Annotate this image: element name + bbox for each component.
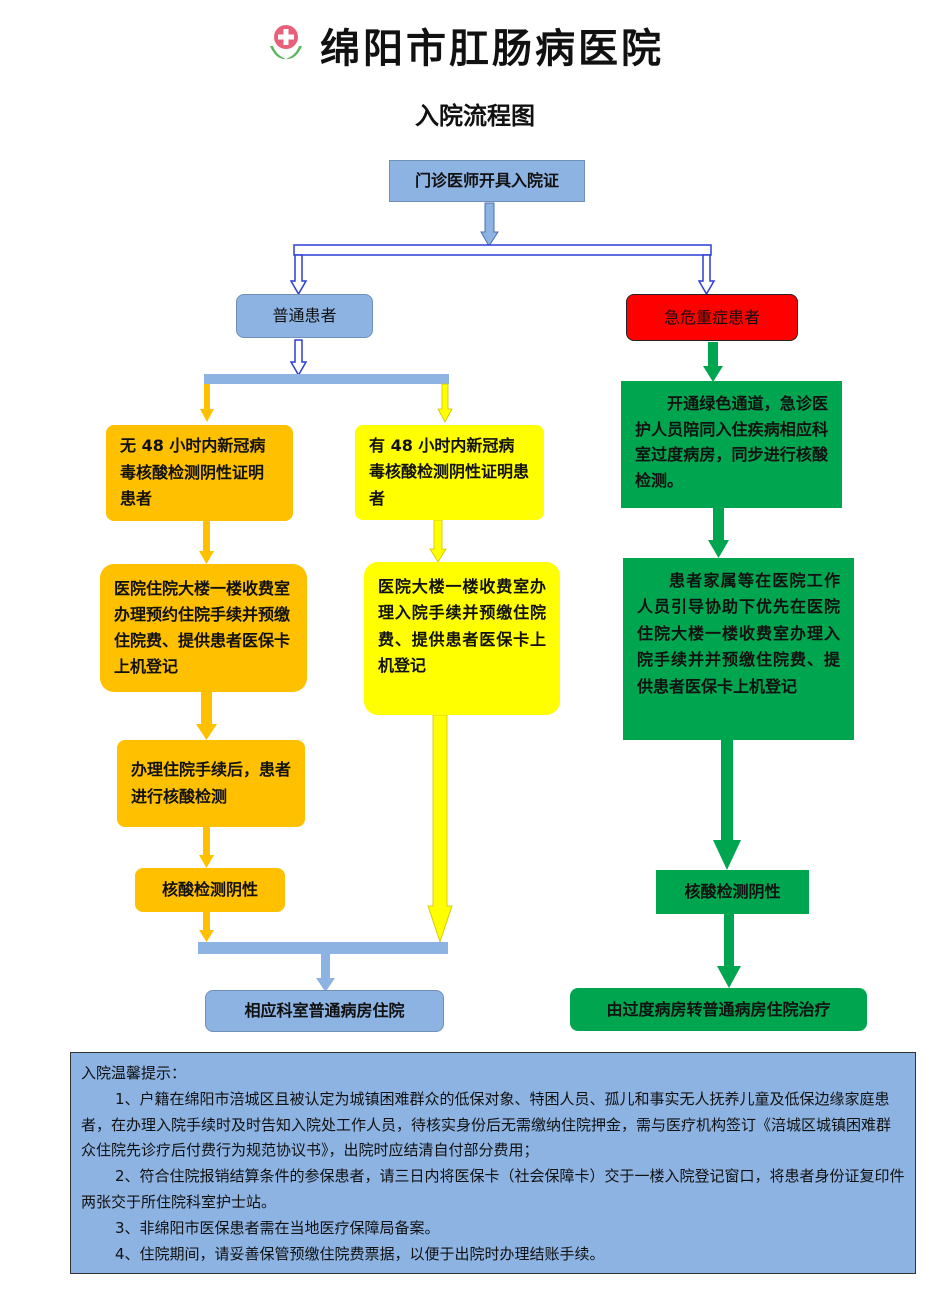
node-prepay-middle: 医院大楼一楼收费室办理入院手续并预缴住院费、提供患者医保卡上机登记 — [364, 562, 560, 715]
hospital-cross-leaf-logo — [266, 22, 306, 62]
arrow-green-3 — [713, 740, 741, 870]
arrow-ordinary-down — [289, 339, 308, 377]
node-critical-patient: 急危重症患者 — [626, 294, 798, 341]
node-prepay-left: 医院住院大楼一楼收费室办理预约住院手续并预缴住院费、提供患者医保卡上机登记 — [100, 564, 307, 692]
notes-title: 入院温馨提示： — [81, 1064, 187, 1082]
arrow-to-no-test — [200, 384, 214, 422]
arrow-orange-1 — [199, 521, 214, 564]
arrow-green-1 — [703, 342, 723, 382]
notes-item: 2、符合住院报销结算条件的参保患者，请三日内将医保卡（社会保障卡）交于一楼入院登… — [81, 1167, 905, 1211]
notes-item: 4、住院期间，请妥善保管预缴住院费票据，以便于出院时办理结账手续。 — [115, 1244, 605, 1263]
node-negative-left: 核酸检测阴性 — [135, 868, 285, 912]
node-ward-transfer: 由过度病房转普通病房住院治疗 — [570, 988, 867, 1031]
notes-item: 3、非绵阳市医保患者需在当地医疗保障局备案。 — [115, 1218, 440, 1237]
node-ward-ordinary: 相应科室普通病房住院 — [205, 990, 444, 1032]
chart-title: 入院流程图 — [415, 102, 535, 130]
arrow-green-2 — [708, 508, 729, 558]
split-bar-top — [293, 244, 712, 256]
merge-bar-bottom — [198, 942, 448, 954]
node-green-channel: 开通绿色通道，急诊医护人员陪同入住疾病相应科室过度病房，同步进行核酸检测。 — [621, 381, 842, 508]
arrow-orange-3 — [199, 827, 214, 868]
arrow-yellow-1 — [429, 519, 447, 563]
hospital-name: 绵阳市肛肠病医院 — [320, 26, 664, 72]
arrow-orange-2 — [196, 692, 217, 740]
arrow-to-critical — [697, 254, 716, 296]
arrow-green-4 — [717, 912, 741, 988]
node-negative-right: 核酸检测阴性 — [656, 870, 809, 914]
arrow-start-down — [480, 202, 499, 247]
node-has-test-proof: 有 48 小时内新冠病毒核酸检测阴性证明患者 — [355, 425, 544, 520]
arrow-yellow-2 — [427, 714, 453, 944]
node-ordinary-patient: 普通患者 — [236, 294, 373, 338]
arrow-to-ordinary — [289, 254, 308, 296]
arrow-orange-4 — [199, 912, 214, 942]
node-family-assist: 患者家属等在医院工作人员引导协助下优先在医院住院大楼一楼收费室办理入院手续并并预… — [623, 558, 854, 740]
node-no-test-proof: 无 48 小时内新冠病毒核酸检测阴性证明患者 — [106, 425, 293, 521]
node-after-admission-test: 办理住院手续后，患者进行核酸检测 — [117, 740, 305, 827]
admission-notes-panel: 入院温馨提示： 1、户籍在绵阳市涪城区且被认定为城镇困难群众的低保对象、特困人员… — [70, 1052, 916, 1274]
arrow-to-ward-ordinary — [316, 954, 335, 992]
node-start: 门诊医师开具入院证 — [389, 160, 585, 202]
split-bar-ordinary — [204, 374, 449, 384]
arrow-to-has-test — [437, 383, 453, 423]
notes-item: 1、户籍在绵阳市涪城区且被认定为城镇困难群众的低保对象、特困人员、孤儿和事实无人… — [81, 1089, 892, 1160]
